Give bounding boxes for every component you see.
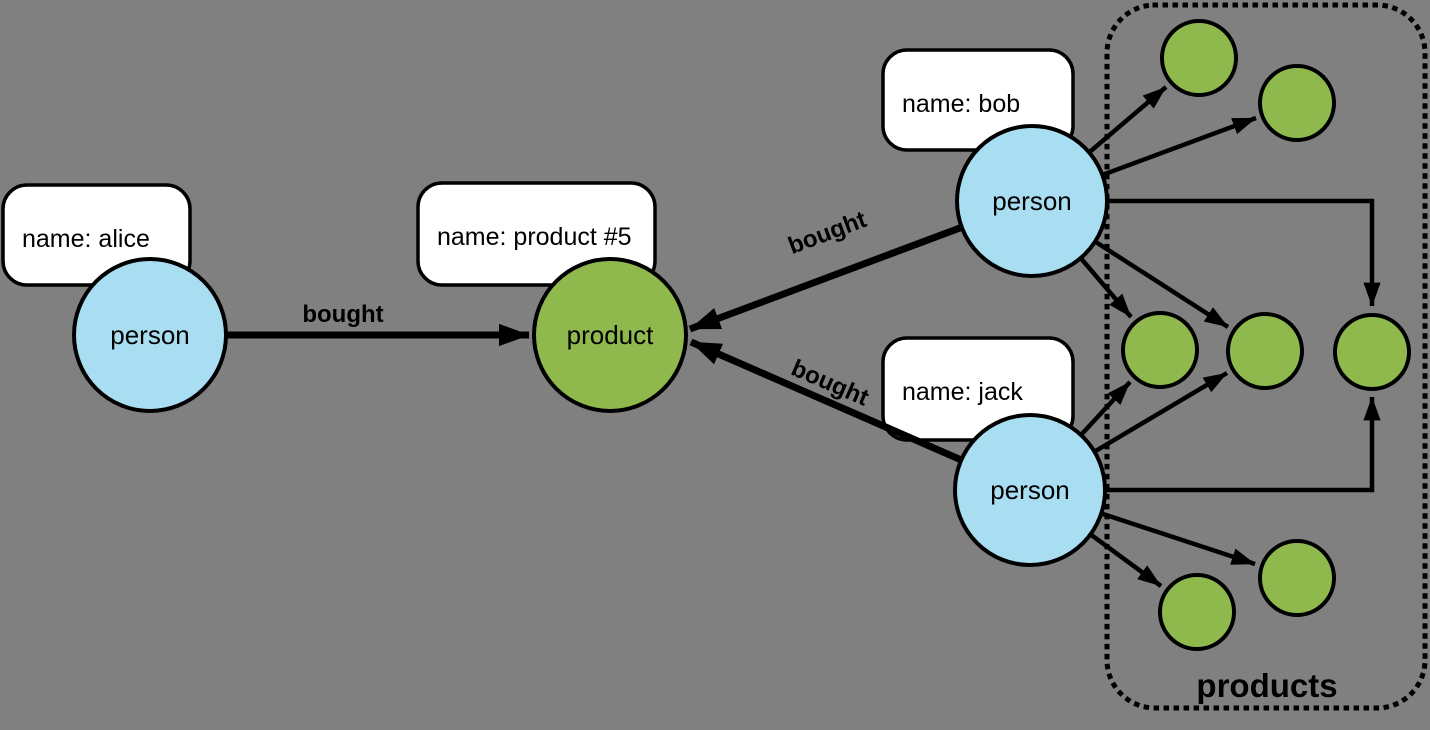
edge-bob-product-5-orthogonal [1032, 198, 1381, 307]
edge-label-alice-bought: bought [302, 301, 383, 328]
node-label-product5: product [567, 320, 654, 350]
node-label-alice: person [110, 320, 190, 350]
product-node-product5 [532, 257, 688, 413]
product-node-6 [1158, 573, 1236, 651]
product-node-7 [1258, 539, 1336, 617]
product-node-1 [1160, 19, 1238, 97]
edge-label-bob-bought: bought [785, 206, 871, 260]
note-label-bob: name: bob [902, 90, 1020, 118]
note-label-alice: name: alice [22, 225, 150, 253]
products-group-label: products [1196, 667, 1337, 704]
note-label-product5: name: product #5 [437, 223, 632, 251]
person-node-bob [955, 124, 1109, 278]
product-node-4 [1226, 312, 1304, 390]
note-label-jack: name: jack [902, 378, 1023, 406]
edge-jack-product-5-orthogonal [1030, 396, 1381, 493]
person-node-alice [72, 257, 228, 413]
node-label-bob: person [992, 186, 1072, 216]
product-node-5 [1333, 313, 1411, 391]
node-label-jack: person [990, 475, 1070, 505]
product-node-3 [1121, 311, 1199, 389]
products-group-boundary [1104, 2, 1428, 711]
product-node-2 [1258, 64, 1336, 142]
person-node-jack [953, 413, 1107, 567]
